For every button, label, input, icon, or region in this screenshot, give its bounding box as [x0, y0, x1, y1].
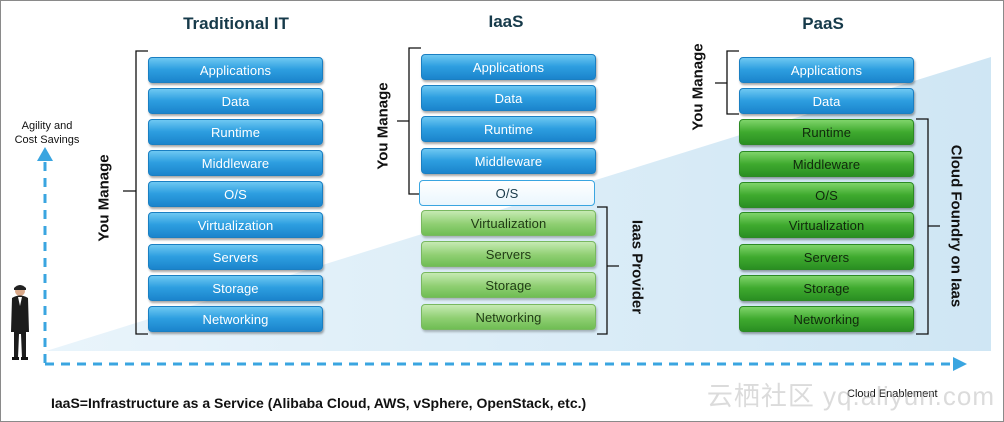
- traditional-layer-virtualization: Virtualization: [148, 212, 323, 238]
- paas-manage-bracket: [715, 50, 739, 115]
- paas-layer-storage: Storage: [739, 275, 914, 301]
- iaas-layer-virtualization: Virtualization: [421, 210, 596, 236]
- paas-title: PaaS: [802, 14, 844, 33]
- paas-you-manage-label: You Manage: [689, 43, 707, 131]
- iaas-title: IaaS: [488, 12, 524, 31]
- iaas-layer-middleware: Middleware: [421, 148, 596, 174]
- businessman-figure: [11, 285, 29, 360]
- traditional-layer-applications: Applications: [148, 57, 323, 83]
- iaas-layer-networking: Networking: [421, 304, 596, 330]
- traditional-it-title: Traditional IT: [183, 14, 289, 33]
- traditional-layer-storage: Storage: [148, 275, 323, 301]
- iaas-layer-os: O/S: [419, 180, 595, 206]
- watermark: 云栖社区 yq.aliyun.com: [706, 381, 995, 411]
- footnote: IaaS=Infrastructure as a Service (Alibab…: [51, 395, 587, 411]
- traditional-layer-servers: Servers: [148, 244, 323, 270]
- iaas-layer-applications: Applications: [421, 54, 596, 80]
- iaas-layer-servers: Servers: [421, 241, 596, 267]
- paas-cloud-foundry-label: Cloud Foundry on Iaas: [947, 144, 965, 308]
- traditional-layer-os: O/S: [148, 181, 323, 207]
- paas-layer-data: Data: [739, 88, 914, 114]
- x-axis-label: Cloud Enablement: [847, 388, 938, 400]
- traditional-manage-bracket: [123, 50, 148, 335]
- iaas-you-manage-label: You Manage: [374, 82, 392, 170]
- paas-layer-networking: Networking: [739, 306, 914, 332]
- iaas-manage-bracket: [397, 47, 421, 195]
- paas-layer-virtualization: Virtualization: [739, 212, 914, 238]
- paas-layer-applications: Applications: [739, 57, 914, 83]
- y-axis-arrowhead: [37, 147, 53, 161]
- iaas-provider-label: Iaas Provider: [628, 219, 646, 315]
- iaas-layer-data: Data: [421, 85, 596, 111]
- y-axis-label: Agility and Cost Savings: [14, 120, 80, 146]
- traditional-you-manage-label: You Manage: [95, 154, 113, 242]
- paas-provider-bracket: [916, 118, 940, 335]
- paas-layer-runtime: Runtime: [739, 119, 914, 145]
- paas-layer-middleware: Middleware: [739, 151, 914, 177]
- iaas-layer-storage: Storage: [421, 272, 596, 298]
- iaas-layer-runtime: Runtime: [421, 116, 596, 142]
- traditional-layer-middleware: Middleware: [148, 150, 323, 176]
- paas-layer-servers: Servers: [739, 244, 914, 270]
- paas-layer-os: O/S: [739, 182, 914, 208]
- iaas-provider-bracket: [597, 206, 619, 335]
- traditional-layer-networking: Networking: [148, 306, 323, 332]
- traditional-layer-runtime: Runtime: [148, 119, 323, 145]
- traditional-layer-data: Data: [148, 88, 323, 114]
- x-axis-arrowhead: [953, 357, 967, 371]
